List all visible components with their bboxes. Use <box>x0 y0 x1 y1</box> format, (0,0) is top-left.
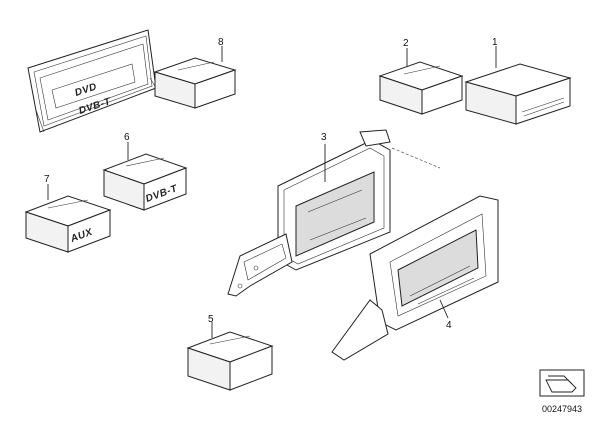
callout-2: 2 <box>403 38 409 49</box>
head-unit-screen: DVD DVB-T <box>27 29 157 133</box>
arrow-in-box-icon <box>539 369 585 397</box>
module-box-7: AUX 7 <box>24 174 112 253</box>
assembly-guide-line <box>391 147 441 169</box>
callout-1: 1 <box>492 37 498 48</box>
module-box-8: 8 <box>153 37 237 109</box>
module-box-5: 5 <box>186 314 274 391</box>
dvd-changer-unit-1: 1 <box>464 37 572 125</box>
callout-7: 7 <box>44 174 50 185</box>
callout-5: 5 <box>208 314 214 325</box>
callout-8: 8 <box>218 37 224 48</box>
housing-bezel-4: 4 <box>331 195 499 361</box>
module-box-2: 2 <box>378 38 464 115</box>
module-box-6: DVB-T 6 <box>102 132 188 211</box>
reference-number: 00247943 <box>542 404 582 414</box>
callout-3: 3 <box>321 132 327 143</box>
mounting-frame-3: 3 <box>227 129 391 297</box>
callout-4: 4 <box>446 320 452 331</box>
callout-6: 6 <box>124 132 130 143</box>
